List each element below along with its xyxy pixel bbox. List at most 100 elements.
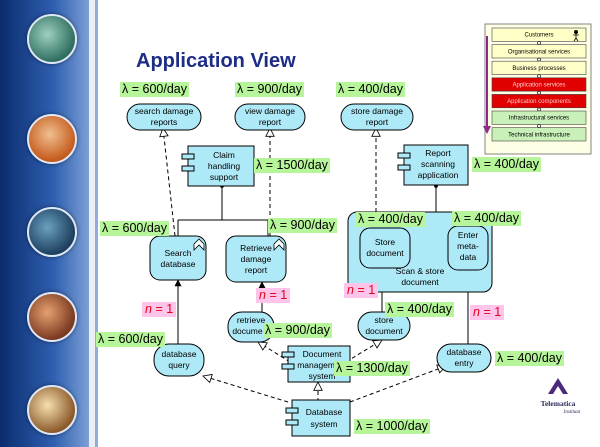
scan-store-label-1: Scan & store [396, 266, 445, 276]
function-retrieve-damage-report-label-3: report [245, 265, 268, 275]
layer-row-business-processes: Business processes [491, 60, 587, 78]
layer-connector-dot [537, 74, 541, 78]
layer-row-organisational-services: Organisational services [491, 44, 587, 62]
layer-connector-dot [537, 124, 541, 128]
function-search-database-label-2: database [161, 259, 196, 269]
lambda-enter-metadata: λ = 400/day [452, 211, 521, 226]
layer-label: Business processes [512, 66, 565, 72]
lambda-search-damage-reports: λ = 600/day [120, 82, 189, 97]
edge-claim-to-functions [177, 186, 269, 236]
component-claim-handling-label-3: support [210, 172, 239, 182]
service-search-damage-reports-label-2: reports [151, 117, 177, 127]
function-enter-metadata-label-1: Enter [458, 230, 478, 240]
layer-row-application-services: Application services [491, 77, 587, 95]
component-claim-handling[interactable]: Claim handling support [181, 145, 255, 187]
layer-connector-dot [537, 91, 541, 95]
component-claim-handling-label-2: handling [208, 161, 240, 171]
service-database-entry-label-1: database [447, 347, 482, 357]
layer-label: Organisational services [508, 49, 570, 55]
lambda-store-document-service: λ = 400/day [385, 302, 454, 317]
service-database-entry[interactable]: database entry [436, 343, 492, 373]
lambda-database-system: λ = 1000/day [354, 419, 430, 434]
component-document-management[interactable]: Document management system [281, 345, 351, 383]
function-retrieve-damage-report-label-2: damage [241, 254, 272, 264]
customer-icon [573, 29, 579, 42]
lambda-document-management: λ = 1300/day [334, 361, 410, 376]
service-search-damage-reports[interactable]: search damage reports [126, 103, 202, 131]
n-label-scan: n = 1 [344, 283, 379, 298]
layer-connector-dot [537, 107, 541, 112]
n-label-entry-text: = 1 [483, 305, 502, 319]
service-database-entry-label-2: entry [455, 358, 475, 368]
lambda-search-database: λ = 600/day [100, 221, 169, 236]
layer-label: Technical infrastructure [508, 132, 570, 138]
service-database-query[interactable]: database query [153, 343, 205, 377]
component-database-system-label-2: system [311, 419, 338, 429]
service-view-damage-report-label-2: report [259, 117, 282, 127]
layer-row-infrastructural-services: Infrastructural services [491, 110, 587, 128]
layer-label: Infrastructural services [509, 116, 569, 122]
service-store-document-label-2: document [365, 326, 403, 336]
component-report-scanning-label-3: application [418, 170, 459, 180]
function-retrieve-damage-report-label-1: Retrieve [240, 243, 272, 253]
component-report-scanning[interactable]: Report scanning application [397, 144, 469, 186]
function-store-document-label-1: Store [375, 237, 396, 247]
edge-docmgmt-to-retrdoc [258, 342, 291, 363]
lambda-database-query: λ = 600/day [96, 332, 165, 347]
sidebar-photo-rings [27, 14, 77, 64]
function-store-document[interactable]: Store document [359, 227, 411, 269]
n-label-search: n = 1 [142, 302, 177, 317]
layer-label: Application services [512, 83, 565, 89]
logo-line-2: Instituut [563, 410, 581, 415]
function-retrieve-damage-report[interactable]: Retrieve damage report [225, 235, 287, 283]
lambda-store-document-function: λ = 400/day [356, 212, 425, 227]
lambda-store-damage-report: λ = 400/day [336, 82, 405, 97]
layer-connector-dot [537, 41, 541, 45]
component-document-management-label-1: Document [303, 349, 342, 359]
component-document-management-label-2: management [297, 360, 347, 370]
edge-dbsys-to-query [203, 376, 289, 403]
sidebar-photo-workers [27, 292, 77, 342]
n-label-scan-text: = 1 [357, 283, 376, 297]
service-retrieve-document[interactable]: retrieve document [227, 311, 275, 343]
component-claim-handling-label-1: Claim [213, 150, 235, 160]
service-retrieve-document-label-1: retrieve [237, 315, 266, 325]
sidebar-photo-field [27, 207, 77, 257]
component-document-management-label-3: system [309, 371, 336, 381]
service-store-document[interactable]: store document [357, 311, 411, 341]
function-enter-metadata-label-2: meta- [457, 241, 479, 251]
component-report-scanning-label-1: Report [425, 148, 451, 158]
service-database-query-label-1: database [162, 349, 197, 359]
service-view-damage-report[interactable]: view damage report [234, 103, 306, 131]
component-database-system-label-1: Database [306, 407, 343, 417]
layer-row-customers: Customers [491, 27, 587, 45]
lambda-database-entry: λ = 400/day [495, 351, 564, 366]
function-search-database-label-1: Search [165, 248, 192, 258]
layer-label: Application components [507, 99, 571, 105]
sidebar-photo-dancer [27, 114, 77, 164]
layer-label: Customers [524, 33, 553, 39]
service-store-damage-report-label-1: store damage [351, 106, 403, 116]
service-search-damage-reports-label-1: search damage [135, 106, 194, 116]
service-view-damage-report-label-1: view damage [245, 106, 295, 116]
layer-row-technical-infrastructure: Technical infrastructure [491, 127, 587, 142]
service-retrieve-document-label-2: document [232, 326, 270, 336]
function-search-database[interactable]: Search database [149, 235, 207, 281]
function-enter-metadata[interactable]: Enter meta- data [447, 225, 489, 271]
service-store-damage-report[interactable]: store damage report [340, 103, 414, 131]
n-label-retrieve-text: = 1 [269, 288, 288, 302]
edge-dbsys-to-entry [349, 366, 446, 403]
n-label-retrieve: n = 1 [256, 288, 291, 303]
edge-search-to-service [163, 128, 176, 237]
n-label-search-text: = 1 [155, 302, 174, 316]
lambda-retrieve-damage-report: λ = 900/day [268, 218, 337, 233]
component-database-system[interactable]: Database system [285, 399, 351, 437]
edge-docmgmt-to-storedoc [345, 340, 382, 363]
scan-store-label-2: document [401, 277, 439, 287]
component-report-scanning-label-2: scanning [421, 159, 455, 169]
logo-line-1: Telematica [541, 399, 576, 408]
lambda-report-scanning: λ = 400/day [472, 157, 541, 172]
